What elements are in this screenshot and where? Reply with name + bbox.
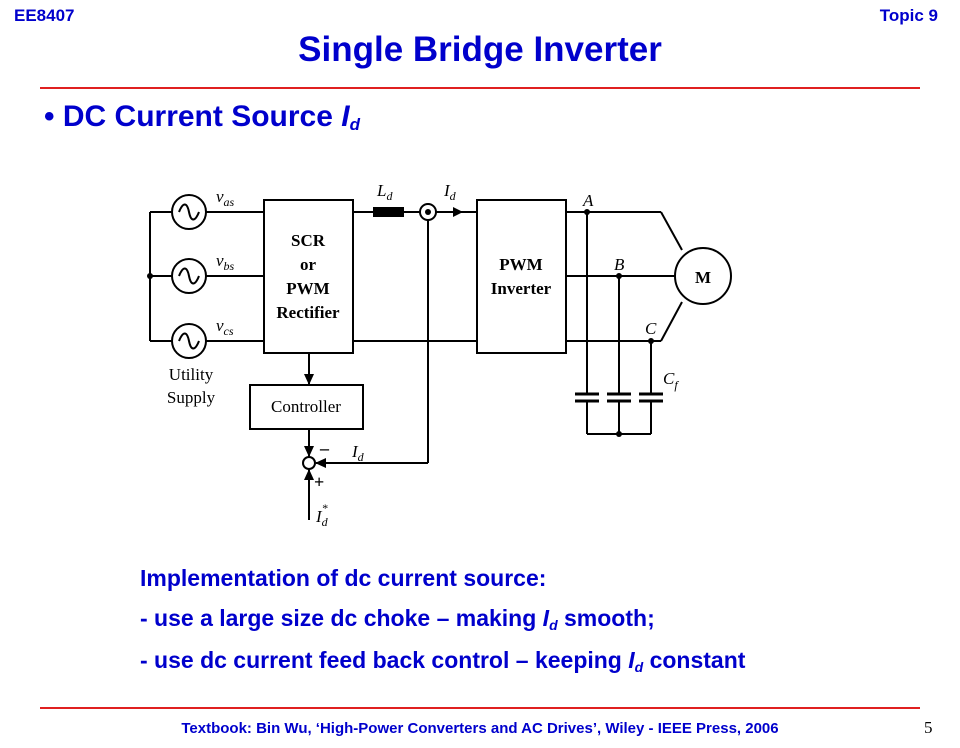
controller-label: Controller: [271, 397, 341, 416]
bullet-mark: •: [44, 100, 55, 133]
source-c-label: vcs: [216, 316, 234, 338]
capacitor-label: Cf: [663, 369, 679, 392]
phase-b-label: B: [614, 255, 625, 274]
minus-sign: –: [319, 438, 330, 458]
implementation-heading: Implementation of dc current source:: [140, 565, 547, 591]
page-number: 5: [924, 718, 933, 737]
course-code: EE8407: [14, 6, 75, 25]
implementation-line-2: - use dc current feed back control – kee…: [140, 647, 746, 675]
motor-label: M: [695, 268, 711, 287]
source-b-label: vbs: [216, 251, 235, 273]
inverter-line-2: Inverter: [491, 279, 552, 298]
rectifier-line-2: or: [300, 255, 317, 274]
topic-label: Topic 9: [879, 6, 938, 25]
plus-sign: +: [314, 472, 324, 492]
implementation-line-1: - use a large size dc choke – making Id …: [140, 605, 655, 633]
supply-label: Supply: [167, 388, 216, 407]
rectifier-line-1: SCR: [291, 231, 326, 250]
utility-label: Utility: [169, 365, 214, 384]
feedback-label: Id: [351, 442, 365, 464]
source-a-label: vas: [216, 187, 235, 209]
bullet-subscript: d: [349, 115, 360, 134]
phase-a-label: A: [582, 191, 594, 210]
rectifier-line-4: Rectifier: [276, 303, 340, 322]
footer-divider: [40, 707, 920, 709]
bullet-symbol: I: [341, 100, 350, 133]
reference-label: I*d: [315, 501, 329, 529]
inductor-label: Ld: [376, 181, 393, 203]
title-divider: [40, 87, 920, 89]
phase-c-label: C: [645, 319, 657, 338]
footer-citation: Textbook: Bin Wu, ‘High-Power Converters…: [181, 720, 779, 737]
slide-title: Single Bridge Inverter: [298, 30, 662, 69]
bullet-text: DC Current Source: [62, 100, 342, 133]
rectifier-line-3: PWM: [286, 279, 329, 298]
current-label: Id: [443, 181, 457, 203]
bullet-dc-current-source: • DC Current Source Id: [44, 100, 360, 135]
inverter-line-1: PWM: [499, 255, 542, 274]
